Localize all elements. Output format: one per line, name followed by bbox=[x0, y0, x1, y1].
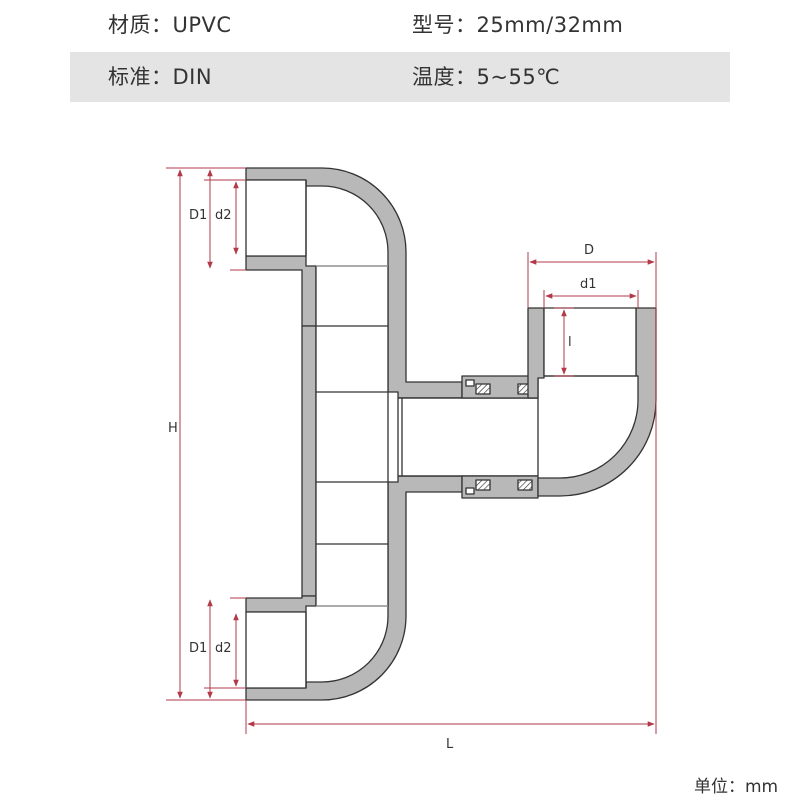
material-spec: 材质：UPVC bbox=[108, 13, 232, 37]
right-elbow-curve bbox=[537, 307, 657, 497]
seal-ring-top-left bbox=[475, 383, 491, 395]
label-D1-bottom: D1 bbox=[189, 641, 207, 656]
standard-spec: 标准：DIN bbox=[108, 65, 213, 89]
label-d1: d1 bbox=[580, 277, 597, 292]
fitting-body bbox=[245, 167, 657, 701]
label-D: D bbox=[584, 243, 594, 258]
right-elbow-wall bbox=[527, 307, 545, 399]
label-d2-top: d2 bbox=[215, 208, 232, 223]
inner-bore bbox=[315, 265, 389, 607]
bottom-socket-upper-wall bbox=[245, 595, 317, 613]
left-vertical-wall bbox=[301, 325, 317, 597]
label-H: H bbox=[168, 421, 178, 436]
unit-note: 单位：mm bbox=[694, 777, 779, 797]
top-socket-lower-wall bbox=[245, 255, 317, 327]
temperature-spec: 温度：5~55℃ bbox=[412, 65, 561, 89]
spec-row-2: 标准：DIN 温度：5~55℃ bbox=[70, 52, 730, 102]
right-socket-bore bbox=[543, 307, 637, 377]
dimension-lines bbox=[166, 167, 657, 734]
top-socket-bore bbox=[245, 179, 307, 257]
spigot-insert bbox=[397, 397, 539, 477]
bottom-socket-bore bbox=[245, 611, 307, 689]
label-L: L bbox=[446, 737, 454, 752]
spec-row-1: 材质：UPVC 型号：25mm/32mm bbox=[70, 0, 730, 50]
seal-ring-bottom-right bbox=[517, 479, 533, 491]
label-l: l bbox=[568, 335, 572, 350]
model-spec: 型号：25mm/32mm bbox=[412, 13, 624, 37]
seal-ring-bottom-left bbox=[475, 479, 491, 491]
label-D1-top: D1 bbox=[189, 208, 207, 223]
label-d2-bottom: d2 bbox=[215, 641, 232, 656]
